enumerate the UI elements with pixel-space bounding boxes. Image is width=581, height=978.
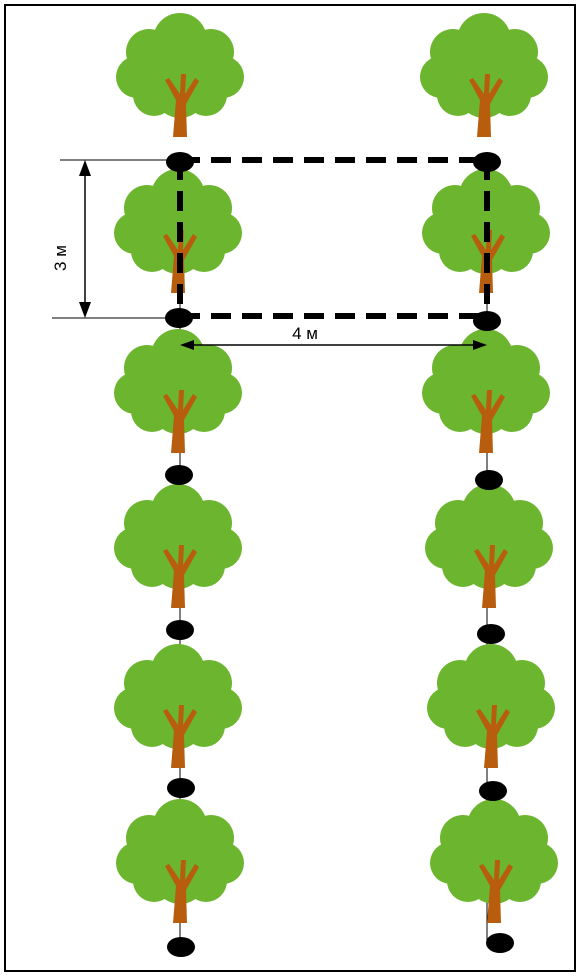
planting-point-icon — [165, 465, 193, 485]
planting-point-icon — [166, 620, 194, 640]
planting-point-icon — [486, 933, 514, 953]
planting-point-icon — [167, 937, 195, 957]
tree-icon — [427, 644, 555, 768]
diagram-frame — [4, 4, 576, 972]
vertical-dimension: 3 м — [51, 159, 180, 319]
vertical-arrow-bottom — [79, 302, 91, 318]
planting-point-icon — [479, 781, 507, 801]
tree-icon — [425, 484, 553, 608]
tree-icon — [114, 329, 242, 453]
planting-point-icon — [473, 311, 501, 331]
planting-cell-outline — [177, 157, 490, 319]
tree-icon — [420, 13, 548, 137]
horizontal-arrow-left — [180, 340, 194, 350]
planting-point-icon — [477, 624, 505, 644]
horizontal-dimension-label: 4 м — [292, 324, 318, 343]
planting-point-icon — [475, 470, 503, 490]
tree-icon — [116, 799, 244, 923]
tree-icon — [430, 799, 558, 923]
tree-icon — [422, 329, 550, 453]
tree-icon — [114, 644, 242, 768]
planting-point-icon — [167, 778, 195, 798]
horizontal-dimension: 4 м — [180, 324, 487, 350]
vertical-arrow-top — [79, 160, 91, 176]
vertical-dimension-label: 3 м — [51, 245, 70, 271]
tree-icon — [114, 484, 242, 608]
tree-icon — [116, 13, 244, 137]
horizontal-arrow-right — [473, 340, 487, 350]
